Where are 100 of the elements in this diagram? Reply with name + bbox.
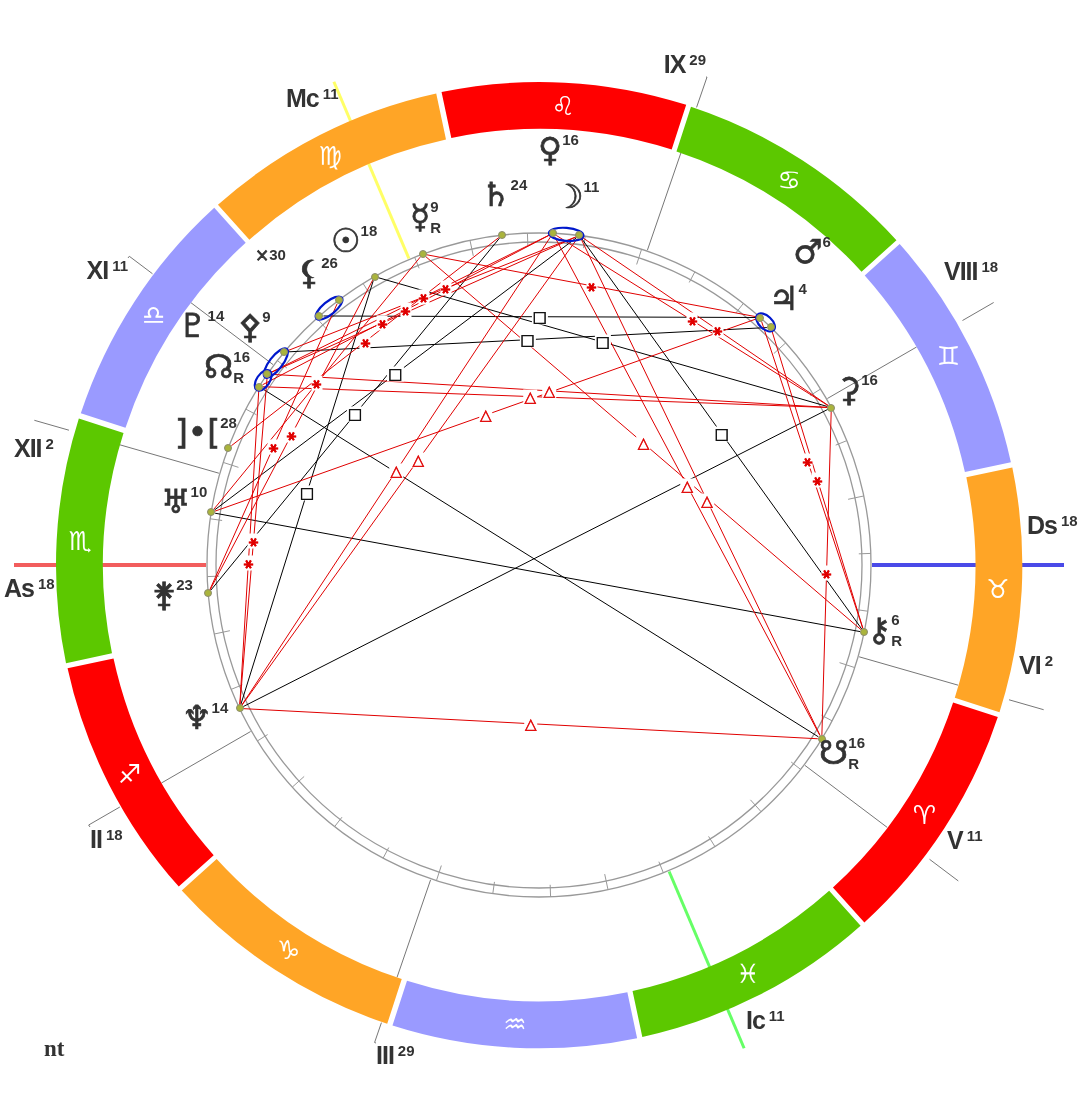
house-cusp-label: VI$^{2}$ xyxy=(1019,653,1053,678)
zodiac-sign-symbol: ♌ xyxy=(551,93,575,120)
aspect-line xyxy=(210,237,500,591)
aspect-line xyxy=(243,708,819,740)
planet-dot xyxy=(334,296,343,305)
aspect-line xyxy=(240,279,374,706)
aspect-symbol: ⚹ xyxy=(686,312,698,328)
aspect-line xyxy=(239,390,260,705)
aspect-symbol: △ xyxy=(389,463,403,479)
conjunction-ellipse xyxy=(314,295,344,321)
zodiac-sign-band xyxy=(180,856,405,1025)
house-cusp-label: XI$^{11}$ xyxy=(86,258,128,283)
aspect-symbol: △ xyxy=(411,452,426,468)
planet-dot xyxy=(548,229,557,238)
aspect-line xyxy=(214,512,861,633)
planet-symbol: ♇$^{14}$ xyxy=(177,305,226,347)
house-cusp-label: As$^{18}$ xyxy=(4,576,55,601)
aspect-symbol: ⚹ xyxy=(418,289,430,305)
planet-dot xyxy=(766,323,775,332)
aspect-symbol: ⚹ xyxy=(821,565,833,581)
aspect-line xyxy=(261,388,819,738)
planet-dot xyxy=(224,444,233,453)
zodiac-sign-band xyxy=(673,105,898,274)
zodiac-sign-symbol: ♊ xyxy=(936,343,961,370)
house-cusp-label: II$^{18}$ xyxy=(90,827,123,852)
aspect-symbol: △ xyxy=(523,389,537,405)
aspect-symbol: △ xyxy=(680,478,695,494)
aspect-symbol: △ xyxy=(478,407,493,423)
planet-dot xyxy=(498,231,506,240)
aspect-line xyxy=(425,256,862,631)
aspect-line xyxy=(213,237,577,511)
planet-symbol: ♂$^{6}$ xyxy=(792,231,832,273)
planet-dot xyxy=(263,370,272,379)
aspect-line xyxy=(821,411,832,736)
planet-dot xyxy=(204,589,213,598)
aspect-line xyxy=(322,315,757,318)
planet-dot xyxy=(207,508,216,517)
aspect-symbol: ⚹ xyxy=(802,453,813,469)
aspect-line xyxy=(287,327,768,353)
planet-dot xyxy=(370,272,379,281)
aspect-symbol: □ xyxy=(713,426,730,442)
planet-dot xyxy=(315,311,324,320)
planet-dot xyxy=(827,403,836,412)
aspect-symbol: △ xyxy=(700,493,714,509)
aspect-symbol: △ xyxy=(523,716,538,732)
aspect-symbol: □ xyxy=(298,485,316,501)
aspect-symbol: ⚹ xyxy=(376,315,388,331)
planet-dot xyxy=(280,348,289,357)
planet-symbol: ⚴$^{9}$ xyxy=(237,306,272,348)
aspect-symbol: △ xyxy=(636,435,651,451)
leader-line xyxy=(127,255,153,275)
conjunction-ellipse xyxy=(262,347,289,379)
aspect-symbol: □ xyxy=(594,334,611,350)
aspect-symbol: □ xyxy=(347,406,364,422)
aspect-symbol: ⚹ xyxy=(712,322,724,338)
zodiac-sign-symbol: ♐ xyxy=(117,760,142,787)
planet-symbol: ☽$^{11}$ xyxy=(553,176,601,218)
aspect-line xyxy=(213,256,421,510)
aspect-line xyxy=(209,303,338,591)
house-cusp-label: XII$^{2}$ xyxy=(14,436,54,461)
aspect-symbol: ⚹ xyxy=(812,472,823,488)
aspect-symbol: □ xyxy=(387,366,404,382)
aspect-symbol: ⚹ xyxy=(400,302,412,318)
house-cusp-label: III$^{29}$ xyxy=(376,1043,415,1068)
aspect-line xyxy=(214,318,757,512)
aspect-symbol: ⚹ xyxy=(247,533,259,549)
house-cusp-label: Ic$^{11}$ xyxy=(746,1008,785,1033)
planet-symbol: ♅$^{10}$ xyxy=(160,481,209,523)
planet-symbol: ♆$^{14}$ xyxy=(181,697,230,739)
zodiac-sign-symbol: ♎ xyxy=(141,301,166,328)
chart-note: nt xyxy=(44,1036,65,1062)
zodiac-sign-symbol: ♒ xyxy=(503,1010,527,1037)
aspect-symbol: □ xyxy=(519,332,536,348)
leader-line xyxy=(374,1022,382,1044)
aspect-line xyxy=(377,277,828,407)
aspect-symbol: ⚹ xyxy=(440,280,452,296)
aspect-symbol: □ xyxy=(531,309,548,325)
aspect-symbol: ⚹ xyxy=(267,439,279,455)
zodiac-sign-symbol: ♑ xyxy=(277,937,301,964)
aspect-line xyxy=(242,408,829,708)
planet-dot xyxy=(235,704,244,713)
zodiac-sign-symbol: ♈ xyxy=(912,802,936,829)
aspect-line xyxy=(426,254,757,318)
zodiac-sign-symbol: ♍ xyxy=(318,142,343,169)
planet-symbol: ♃$^{4}$ xyxy=(768,278,808,320)
aspect-symbol: △ xyxy=(542,383,557,399)
aspect-symbol: ⚹ xyxy=(242,555,254,570)
house-cusp-label: VIII$^{18}$ xyxy=(944,259,999,284)
zodiac-sign-symbol: ♓ xyxy=(735,961,760,988)
aspect-symbol: ⚹ xyxy=(359,334,371,350)
planet-symbol: ⚵$^{23}$ xyxy=(151,574,194,616)
planet-dot xyxy=(756,313,765,322)
conjunction-ellipse xyxy=(253,369,273,392)
planet-dot xyxy=(418,250,427,258)
zodiac-sign-band xyxy=(863,241,1012,475)
conjunction-ellipse xyxy=(755,312,776,333)
planet-symbol: ]•[$^{28}$ xyxy=(174,412,238,454)
aspect-symbol: ⚹ xyxy=(285,427,297,443)
conjunction-ellipse xyxy=(547,226,585,243)
zodiac-sign-symbol: ♋ xyxy=(777,166,801,193)
